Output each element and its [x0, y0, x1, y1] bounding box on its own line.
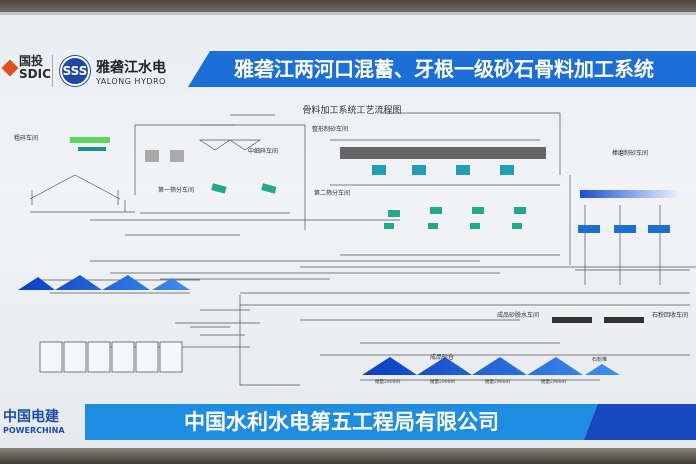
diagram-title: 骨料加工系统工艺流程图 [302, 104, 401, 116]
coarse-aggregate-piles [18, 275, 190, 290]
yalong-emblem-icon: SSS [60, 56, 90, 86]
company-banner: 中国水利水电第五工程局有限公司 [85, 404, 598, 440]
label-rodmill: 棒磨制砂车间 [612, 149, 648, 157]
title-banner: 雅砻江两河口混蓄、牙根一级砂石骨料加工系统 [188, 51, 696, 87]
sdic-diamond-icon [1, 59, 19, 77]
finished-sand-bin: 成品砂仓 石粉堆 储量29000t 储量29000t 储量29000t 储量29… [362, 353, 620, 385]
label-dewater: 成品砂脱水车间 [497, 311, 539, 319]
coarse-crushing-workshop: 粗碎车间 [14, 134, 110, 151]
sdic-logo-en: SDIC [19, 67, 51, 81]
label-powder: 石粉回收车间 [652, 311, 688, 319]
banner-accent [584, 404, 696, 440]
label-shaping: 整形制砂车间 [312, 125, 348, 133]
medium-crushing-workshop: 中细碎车间 [145, 139, 278, 162]
screening-workshop-2: 第二筛分车间 [314, 189, 526, 229]
rock-background-bottom [0, 448, 696, 464]
sdic-logo-cn: 国投 [19, 54, 44, 68]
yalong-logo-en: YALONG HYDRO [96, 76, 166, 86]
label-sand-bin: 成品砂仓 [430, 353, 454, 361]
pile-label: 储量29000t [485, 378, 510, 385]
sdic-logo: 国投 SDIC [1, 54, 51, 81]
sand-dewatering-workshop: 成品砂脱水车间 [497, 311, 592, 323]
rock-background-top [0, 0, 696, 14]
label-powder-pile: 石粉堆 [592, 356, 607, 363]
label-medium: 中细碎车间 [248, 147, 278, 155]
powerchina-logo: 中国电建 POWERCHINA [3, 406, 65, 435]
yalong-logo-cn: 雅砻江水电 [96, 59, 166, 76]
label-coarse: 粗碎车间 [14, 134, 38, 142]
pile-label: 储量29000t [541, 378, 566, 385]
shaping-sand-workshop: 整形制砂车间 [312, 125, 546, 175]
pile-label: 储量29000t [375, 378, 400, 385]
powder-recovery-workshop: 石粉回收车间 [604, 311, 688, 323]
label-screen1: 第一筛分车间 [158, 186, 194, 194]
pile-label: 储量29000t [430, 378, 455, 385]
yalong-logo: SSS 雅砻江水电 YALONG HYDRO [60, 56, 166, 86]
rod-mill-sand-workshop: 棒磨制砂车间 [578, 149, 678, 233]
screening-workshop-1: 第一筛分车间 [158, 183, 277, 194]
powerchina-logo-en: POWERCHINA [3, 426, 65, 435]
label-screen2: 第二筛分车间 [314, 189, 350, 197]
logo-divider [52, 55, 53, 87]
process-flow-diagram: 骨料加工系统工艺流程图 粗碎车间 中细碎车间 第一筛分车间 整形制砂车间 第二筛… [14, 104, 696, 386]
finished-aggregate-silos [39, 341, 183, 373]
powerchina-logo-cn: 中国电建 [3, 409, 59, 425]
